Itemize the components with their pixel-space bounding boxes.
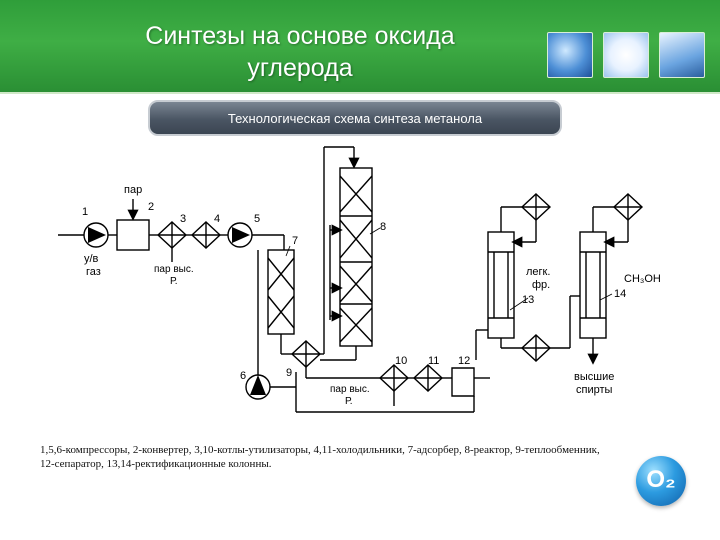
caption-line-1: 1,5,6-компрессоры, 2-конвертер, 3,10-кот… [40, 444, 600, 456]
diagram-title: Технологическая схема синтеза метанола [227, 111, 483, 126]
oxygen-logo: O₂ [636, 456, 686, 506]
compressor-6 [245, 374, 271, 400]
separator-12 [451, 367, 475, 397]
num-14: 14 [614, 288, 626, 300]
leader-8 [369, 227, 381, 235]
reboiler-13 [520, 334, 552, 362]
num-3: 3 [180, 213, 186, 225]
compressor-5 [227, 222, 253, 248]
column-14 [579, 231, 607, 339]
leader-14 [599, 293, 613, 301]
label-gas-1: у/в [84, 253, 99, 265]
label-methanol: СН₃ОН [624, 273, 661, 285]
num-6: 6 [240, 370, 246, 382]
leader-7 [285, 245, 291, 257]
compressor-1 [83, 222, 109, 248]
num-1: 1 [82, 206, 88, 218]
num-13: 13 [522, 294, 534, 306]
cooler-11 [412, 364, 444, 392]
cooler-4 [190, 221, 222, 249]
chemistry-image-1 [547, 32, 593, 78]
label-steam: пар [124, 184, 142, 196]
label-steam-hp-bottom-2: Р. [345, 396, 353, 407]
label-higher-alcohols-1: высшие [574, 371, 614, 383]
title-line-2: углерода [247, 54, 353, 82]
num-12: 12 [458, 355, 470, 367]
label-light-fraction-1: легк. [526, 266, 550, 278]
atom-image [603, 32, 649, 78]
num-2: 2 [148, 201, 154, 213]
label-steam-hp-left-1: пар выс. [154, 264, 194, 275]
label-steam-hp-left-2: Р. [170, 276, 178, 287]
column-13 [487, 231, 515, 339]
header-banner: Синтезы на основе оксида углерода [0, 0, 720, 94]
leader-13 [509, 297, 529, 311]
legend-caption: 1,5,6-компрессоры, 2-конвертер, 3,10-кот… [40, 443, 685, 471]
condenser-13 [520, 193, 552, 221]
boiler-10 [378, 364, 410, 392]
num-11: 11 [428, 355, 439, 367]
slide-title: Синтезы на основе оксида углерода [90, 20, 510, 84]
reactor-8 [339, 167, 373, 347]
boiler-3 [156, 221, 188, 249]
num-5: 5 [254, 213, 260, 225]
label-higher-alcohols-2: спирты [576, 384, 613, 396]
caption-line-2: 12-сепаратор, 13,14-ректификационные кол… [40, 458, 272, 470]
label-steam-hp-bottom-1: пар выс. [330, 384, 370, 395]
num-7: 7 [292, 235, 298, 247]
heat-exchanger-9 [290, 340, 322, 368]
condenser-14 [612, 193, 644, 221]
label-light-fraction-2: фр. [532, 279, 550, 291]
subtitle-bar: Технологическая схема синтеза метанола [148, 100, 562, 136]
converter-2 [116, 219, 150, 251]
label-gas-2: газ [86, 266, 101, 278]
num-9: 9 [286, 367, 292, 379]
adsorber-7 [267, 249, 295, 335]
logo-text: O₂ [646, 466, 676, 493]
flask-image [659, 32, 705, 78]
title-line-1: Синтезы на основе оксида [145, 22, 455, 50]
num-8: 8 [380, 221, 386, 233]
num-10: 10 [395, 355, 407, 367]
num-4: 4 [214, 213, 220, 225]
